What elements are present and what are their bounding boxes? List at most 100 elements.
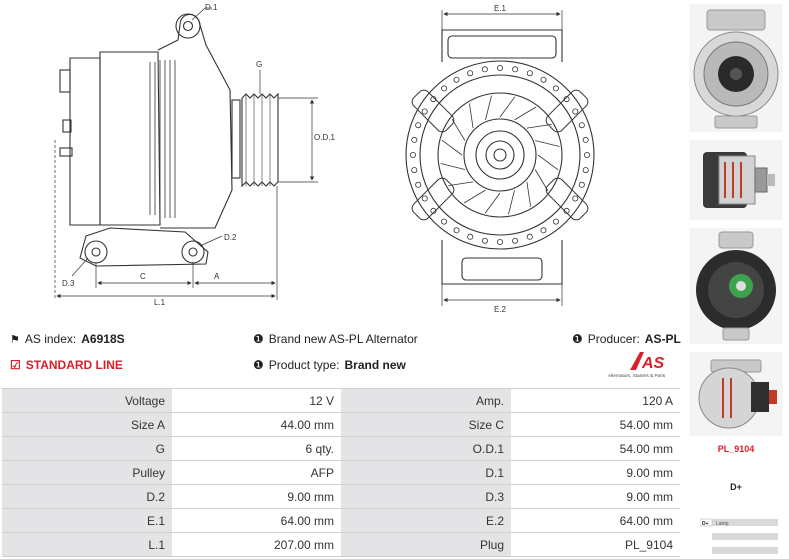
vent-hole xyxy=(430,207,437,214)
vent-hole xyxy=(582,167,589,174)
spec-value: 12 V xyxy=(172,388,341,413)
product-photo-front[interactable] xyxy=(689,4,783,132)
technical-drawing: D.1 G O.D.1 D.2 D.3 C A L.1 E.1 E.2 xyxy=(54,3,595,314)
spec-label: D.3 xyxy=(341,484,511,509)
spec-label: D.1 xyxy=(341,460,511,485)
producer-label: Producer: xyxy=(587,332,640,346)
spec-label: E.2 xyxy=(341,508,511,533)
vent-hole xyxy=(441,218,448,225)
vent-hole xyxy=(415,181,422,188)
vent-hole xyxy=(441,85,448,92)
vent-hole xyxy=(467,233,474,240)
terminal-label: D+ xyxy=(730,482,742,492)
vent-hole xyxy=(563,207,570,214)
fan-blade xyxy=(534,169,549,192)
fan-blade xyxy=(440,163,465,170)
vent-hole xyxy=(453,76,460,83)
vent-hole xyxy=(563,96,570,103)
fan-blade xyxy=(469,103,474,129)
spec-value: 9.00 mm xyxy=(511,484,680,509)
fan-blade xyxy=(448,181,474,186)
product-type-value: Brand new xyxy=(344,358,406,372)
vent-hole xyxy=(526,233,533,240)
as-index-label: AS index: xyxy=(24,332,77,346)
vent-hole xyxy=(526,70,533,77)
product-photo-side[interactable] xyxy=(689,140,783,220)
spec-value: 9.00 mm xyxy=(511,460,680,485)
vent-hole xyxy=(582,136,589,143)
spec-value: 54.00 mm xyxy=(511,436,680,461)
product-thumbnails xyxy=(683,0,789,559)
vent-hole xyxy=(415,122,422,129)
spec-value: 120 A xyxy=(511,388,680,413)
spec-label: Size A xyxy=(2,412,172,437)
vent-hole xyxy=(540,76,547,83)
spec-value: 44.00 mm xyxy=(172,412,341,437)
standard-line-label: STANDARD LINE xyxy=(25,358,123,372)
producer-row: ❶ Producer: AS-PL xyxy=(572,332,681,346)
product-photo-angle[interactable] xyxy=(689,352,783,436)
spec-value: 64.00 mm xyxy=(172,508,341,533)
label-a: A xyxy=(214,272,220,281)
label-g: G xyxy=(256,60,262,69)
spec-value: AFP xyxy=(172,460,341,485)
spec-label: Plug xyxy=(341,532,511,557)
as-index-value: A6918S xyxy=(81,332,125,346)
vent-hole xyxy=(512,237,519,244)
spec-value: 6 qty. xyxy=(172,436,341,461)
label-c: C xyxy=(140,272,146,281)
fan-blade xyxy=(514,106,537,121)
dimension-drawing-svg: D.1 G O.D.1 D.2 D.3 C A L.1 E.1 E.2 xyxy=(54,3,595,314)
label-d3: D.3 xyxy=(62,279,75,288)
spec-value: PL_9104 xyxy=(511,532,680,557)
plug-code-label: PL_9104 xyxy=(717,444,755,454)
brand-text: Brand new AS-PL Alternator xyxy=(268,332,418,346)
vent-hole xyxy=(421,195,428,202)
fan-blade xyxy=(463,189,486,204)
spec-label: L.1 xyxy=(2,532,172,557)
producer-value: AS-PL xyxy=(644,332,681,346)
connector-pin-label: D+ xyxy=(702,521,709,527)
fan-blade xyxy=(526,124,552,129)
product-type-label: Product type: xyxy=(268,358,340,372)
vent-hole xyxy=(481,66,488,73)
logo-mark: AS xyxy=(641,355,665,372)
info-icon: ❶ xyxy=(253,332,264,346)
vent-hole xyxy=(540,227,547,234)
as-pl-logo: AS Alternators, Starters & Parts xyxy=(606,350,680,380)
vent-hole xyxy=(453,227,460,234)
vent-hole xyxy=(496,65,503,72)
vent-hole xyxy=(430,96,437,103)
brand-row: ❶ Brand new AS-PL Alternator xyxy=(253,332,418,346)
vent-hole xyxy=(578,181,585,188)
fan-blade xyxy=(535,140,560,147)
as-index-row: ⚑ AS index: A6918S xyxy=(10,332,125,346)
front-dimensions xyxy=(441,10,563,306)
checkbox-icon: ☑ xyxy=(10,358,21,372)
vent-hole xyxy=(512,66,519,73)
spec-label: O.D.1 xyxy=(341,436,511,461)
tag-icon: ⚑ xyxy=(10,333,20,346)
vent-hole xyxy=(572,195,579,202)
product-photo-rear[interactable] xyxy=(689,228,783,344)
spec-label: Voltage xyxy=(2,388,172,413)
fan-blade xyxy=(451,118,466,141)
spec-value: 207.00 mm xyxy=(172,532,341,557)
spec-label: E.1 xyxy=(2,508,172,533)
fan-blade xyxy=(441,139,463,156)
vent-hole xyxy=(411,136,418,143)
spec-value: 9.00 mm xyxy=(172,484,341,509)
spec-label: Pulley xyxy=(2,460,172,485)
vent-hole xyxy=(572,108,579,115)
spec-label: Size C xyxy=(341,412,511,437)
spec-value: 64.00 mm xyxy=(511,508,680,533)
connector-text: Lamp xyxy=(716,521,729,527)
fan-blade xyxy=(485,95,492,120)
logo-tagline: Alternators, Starters & Parts xyxy=(608,373,666,378)
vent-hole xyxy=(552,218,559,225)
